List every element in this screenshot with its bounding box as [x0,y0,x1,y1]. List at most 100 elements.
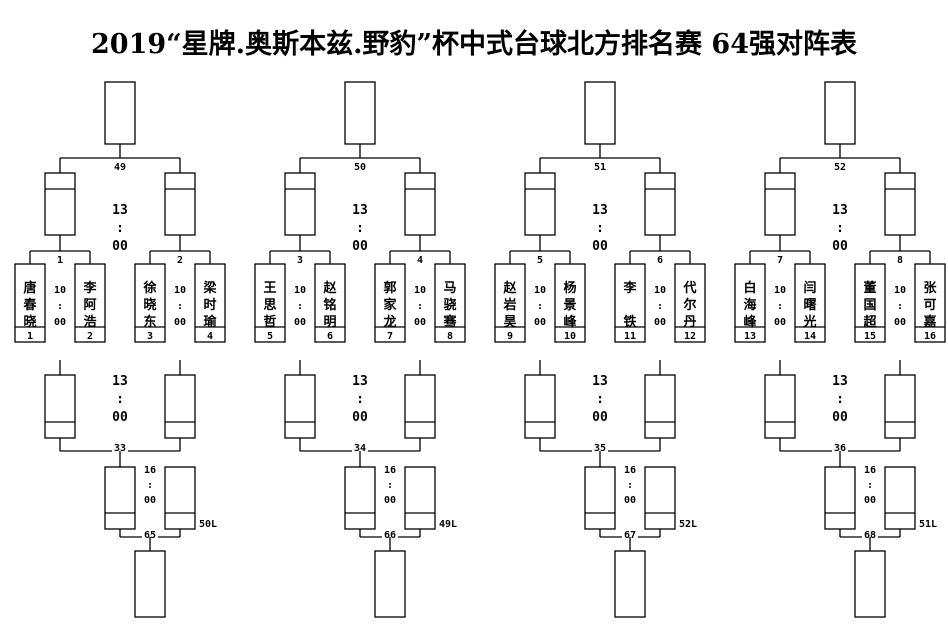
match-time: 10:00 [774,285,786,328]
seed-number: 2 [87,331,93,342]
lower-slot [764,374,796,439]
final-winner-slot [374,550,406,618]
seed-number: 13 [744,331,756,342]
upper-slot [164,172,196,236]
semi-slot [884,466,916,530]
semi-slot [164,466,196,530]
label-backdrop [621,530,639,541]
player-slot [674,263,706,343]
seed-number: 3 [147,331,153,342]
semi-slot [344,466,376,530]
label-backdrop [831,443,849,454]
player-slot [74,263,106,343]
final-winner-slot [614,550,646,618]
label-backdrop [351,443,369,454]
player-slot [554,263,586,343]
player-slot [914,263,946,343]
label-backdrop [294,255,306,266]
match-number: 5 [537,255,543,266]
seed-number: 14 [804,331,816,342]
loser-source: 50L [199,519,217,530]
player-name: 董国超 [863,280,877,330]
player-slot [314,263,346,343]
upper-slot [404,172,436,236]
lower-time: 13:00 [112,374,128,425]
bracket-group: 4913:00110:00唐春晓1李阿浩2210:00徐晓东3梁时瑜413:00… [14,81,226,618]
match-number: 35 [594,443,606,454]
match-time: 10:00 [894,285,906,328]
player-slot [614,263,646,343]
label-backdrop [351,162,369,173]
player-slot [794,263,826,343]
lower-slot [524,374,556,439]
top-winner-slot [344,81,376,145]
upper-time: 13:00 [592,203,608,254]
label-backdrop [174,255,186,266]
upper-slot [524,172,556,236]
player-slot [134,263,166,343]
player-name: 唐春晓 [22,280,37,330]
match-number: 34 [354,443,366,454]
seed-number: 15 [864,331,876,342]
upper-slot [764,172,796,236]
player-name: 马骁骞 [442,281,457,330]
final-winner-slot [134,550,166,618]
label-backdrop [861,530,879,541]
player-name: 杨景峰 [563,280,577,330]
match-number: 67 [624,530,636,541]
player-slot [194,263,226,343]
match-time: 10:00 [294,285,306,328]
seed-number: 11 [624,331,636,342]
upper-time: 13:00 [832,203,848,254]
lower-slot [164,374,196,439]
match-number: 2 [177,255,183,266]
semi-time: 16:00 [144,465,156,506]
label-backdrop [414,255,426,266]
top-winner-slot [824,81,856,145]
upper-slot [44,172,76,236]
label-backdrop [774,255,786,266]
match-number: 50 [354,162,366,173]
match-number: 7 [777,255,783,266]
seed-number: 7 [387,331,393,342]
match-number: 51 [594,162,606,173]
player-name: 闫曙光 [802,280,816,330]
lower-slot [404,374,436,439]
match-number: 33 [114,443,126,454]
top-winner-slot [584,81,616,145]
bracket-group: 5213:00710:00白海峰13闫曙光14810:00董国超15张可嘉161… [734,81,946,618]
label-backdrop [591,162,609,173]
player-slot [374,263,406,343]
label-backdrop [141,530,159,541]
loser-source: 52L [679,519,697,530]
match-number: 3 [297,255,303,266]
lower-slot [44,374,76,439]
player-slot [254,263,286,343]
player-name: 徐晓东 [142,280,156,330]
label-backdrop [591,443,609,454]
label-backdrop [831,162,849,173]
match-number: 68 [864,530,876,541]
lower-time: 13:00 [832,374,848,425]
player-slot [854,263,886,343]
semi-slot [584,466,616,530]
match-number: 65 [144,530,156,541]
upper-slot [884,172,916,236]
match-number: 66 [384,530,396,541]
player-slot [14,263,46,343]
seed-number: 5 [267,331,273,342]
player-name: 赵岩昊 [502,280,517,330]
label-backdrop [894,255,906,266]
lower-slot [284,374,316,439]
player-name: 梁时瑜 [202,280,217,330]
player-name: 李阿浩 [82,280,97,330]
match-number: 1 [57,255,63,266]
match-time: 10:00 [414,285,426,328]
seed-number: 16 [924,331,936,342]
semi-slot [404,466,436,530]
lower-time: 13:00 [352,374,368,425]
lower-time: 13:00 [592,374,608,425]
semi-slot [644,466,676,530]
page-title: 2019“星牌.奥斯本兹.野豹”杯中式台球北方排名赛 64强对阵表 [91,29,857,60]
